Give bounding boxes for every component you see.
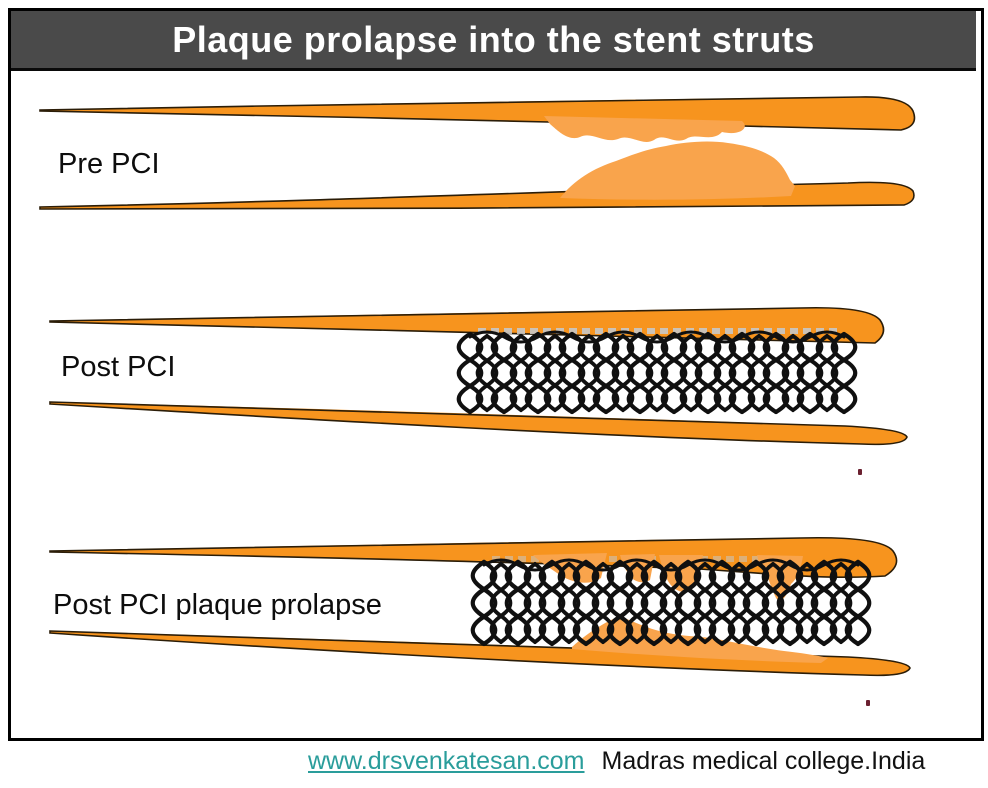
panel-label-post-pci: Post PCI [61, 351, 176, 383]
title-bar: Plaque prolapse into the stent struts [11, 11, 976, 71]
pre-pci-vessel [39, 96, 916, 210]
plaque-bottom [560, 141, 795, 200]
vessel-wall-bottom [49, 401, 908, 446]
panel-label-pre-pci: Pre PCI [58, 148, 160, 180]
red-marker [866, 700, 870, 706]
website-link[interactable]: www.drsvenkatesan.com [308, 747, 585, 775]
affiliation-text: Madras medical college.India [601, 747, 926, 775]
vessel-wall-top [39, 96, 916, 131]
plaque-top [544, 116, 745, 143]
post-pci-vessel [49, 306, 908, 475]
stent-mesh [459, 330, 856, 412]
panel-label-post-pci-prolapse: Post PCI plaque prolapse [53, 589, 382, 621]
red-marker [858, 469, 862, 475]
stent-mesh [473, 558, 870, 644]
slide-title: Plaque prolapse into the stent struts [172, 18, 815, 60]
post-pci-prolapse-vessel [49, 536, 911, 706]
vessel-wall-bottom [49, 630, 911, 677]
footer: www.drsvenkatesan.com Madras medical col… [308, 747, 925, 776]
